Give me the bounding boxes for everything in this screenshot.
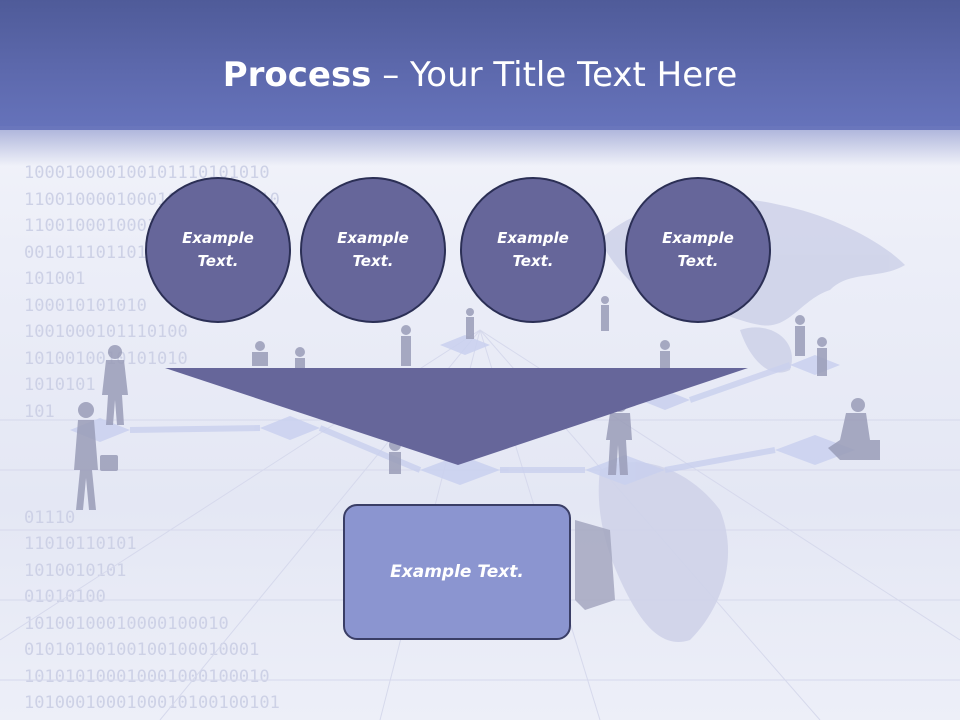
result-box-label: Example Text. [390,562,524,582]
process-circle-4-label: Example Text. [662,229,734,270]
slide-title-bold: Process [222,55,372,95]
process-circle-1[interactable]: Example Text. [145,177,291,323]
slide-title: Process – Your Title Text Here [0,52,960,98]
process-circle-2[interactable]: Example Text. [300,177,446,323]
title-bar-fade [0,126,960,166]
network-tiles [70,335,855,485]
people-silhouettes [74,296,880,610]
funnel-triangle[interactable] [165,368,748,465]
process-circle-3-label: Example Text. [497,229,569,270]
process-circle-4[interactable]: Example Text. [625,177,771,323]
title-bar [0,0,960,130]
binary-code-background: 100010000100101110101010 110010000100010… [24,163,280,720]
result-box[interactable]: Example Text. [343,504,571,640]
process-circle-3[interactable]: Example Text. [460,177,606,323]
slide-title-rest: – Your Title Text Here [371,55,738,95]
network-links [129,362,791,473]
process-circle-1-label: Example Text. [182,229,254,270]
process-circle-2-label: Example Text. [337,229,409,270]
